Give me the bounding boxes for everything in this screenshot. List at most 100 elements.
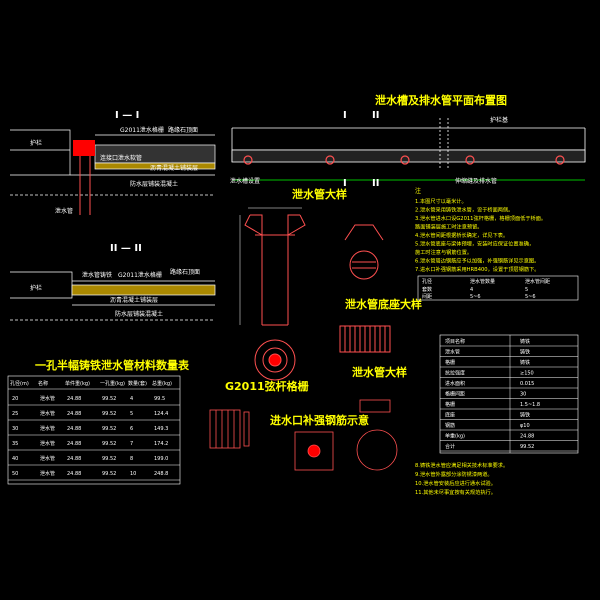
pipe-detail-drawing [244, 214, 306, 326]
material-table-cell: 泄水管 [40, 395, 55, 402]
s2-top: 泄水管铸铁 [82, 271, 112, 279]
small-table-cell: 间距 [422, 293, 432, 300]
material-table-cell: 7 [130, 441, 133, 447]
section1-pipe-top [73, 140, 95, 156]
note-line: 3.泄水管进水口设G2011弦杆格栅，格栅顶面低于桥面。 [415, 214, 546, 222]
s2-bottom: 防水层铺装混凝土 [115, 310, 163, 318]
material-table-cell: 99.52 [102, 456, 116, 462]
pipe-detail-dims [239, 207, 302, 325]
plan-marker-II-bottom: II [372, 178, 379, 189]
notes-heading: 注 [415, 187, 421, 195]
note-line: 4.泄水管间距根据桥长确定，详见下表。 [415, 231, 508, 239]
grate-drawing [209, 409, 250, 449]
note-line: 施工时注意与钢筋位置。 [415, 248, 472, 256]
s2-right: 路缘石顶面 [170, 268, 200, 276]
material-table-cell: 20 [12, 396, 18, 402]
small-table-cell: 5 [525, 287, 528, 293]
s1-pipe-label: 泄水管 [55, 207, 73, 215]
section1-title: I — I [115, 110, 139, 121]
spec-table [439, 334, 579, 454]
material-table-cell: 199.0 [154, 456, 168, 462]
note-line: 10.泄水管安装后应进行通水试验。 [415, 479, 496, 487]
material-table-cell: 99.5 [154, 396, 165, 402]
rebar-title: 进水口补强钢筋示意 [270, 413, 369, 427]
s2-top2: G2011泄水格栅 [118, 271, 162, 279]
material-table-title: 一孔半幅铸铁泄水管材料数量表 [35, 358, 190, 372]
material-table-cell: 泄水管 [40, 425, 55, 432]
material-table-cell: 149.3 [154, 426, 168, 432]
rebar-drawing [294, 399, 398, 471]
flange-section [339, 325, 391, 353]
note-line: 5.泄水管底座与梁体预埋，安装时应保证位置准确， [415, 240, 534, 248]
material-table-cell: 24.88 [67, 411, 81, 417]
material-table-header: 数量(套) [128, 380, 147, 387]
plan-guardrail-label: 护栏基 [490, 116, 508, 124]
material-table-cell: 99.52 [102, 441, 116, 447]
material-table-cell: 5 [130, 411, 133, 417]
spec-table-cell: 99.52 [520, 444, 534, 450]
flange-detail-title: 泄水管底座大样 [345, 297, 422, 311]
spec-table-cell: 泄水管 [445, 349, 460, 356]
material-table-cell: 99.52 [102, 426, 116, 432]
note-line: 11.其他未尽事宜按有关规范执行。 [415, 488, 496, 496]
material-table-cell: 248.8 [154, 471, 168, 477]
spec-table-cell: ≥150 [520, 371, 534, 377]
section1-pipe [79, 156, 91, 215]
small-table-cell: 5~6 [470, 294, 481, 300]
note-line: 1.本图尺寸以毫米计。 [415, 197, 467, 205]
small-table-cell: 套数 [422, 286, 432, 293]
note-line: 9.泄水管外露部分涂防锈漆两道。 [415, 470, 493, 478]
plan-marker-I-bottom: I [343, 178, 347, 189]
material-table-cell: 6 [130, 426, 133, 432]
flange-plan [344, 224, 384, 280]
small-table-header: 孔径 [422, 278, 432, 285]
material-table-cell: 24.88 [67, 426, 81, 432]
material-table-cell: 174.2 [154, 441, 168, 447]
s1-top2: 路缘石顶面 [168, 126, 198, 134]
s1-right: 沥青混凝土铺装层 [150, 164, 198, 172]
spec-table-cell: 24.88 [520, 434, 534, 440]
small-table-cell: 4 [470, 287, 473, 293]
material-table [7, 375, 181, 485]
spec-table-cell: 项目名称 [445, 338, 465, 345]
s2-left: 护栏 [30, 284, 42, 292]
material-table-cell: 24.88 [67, 456, 81, 462]
plan-title: 泄水槽及排水管平面布置图 [375, 93, 507, 107]
material-table-cell: 24.88 [67, 471, 81, 477]
plan-view [231, 118, 586, 181]
material-table-cell: 35 [12, 441, 18, 447]
notes-body: 1.本图尺寸以毫米计。2.泄水管采用铸铁泄水管，设于桥面两侧。3.泄水管进水口设… [415, 197, 546, 496]
plan-marker-I: I [343, 110, 347, 121]
s1-bottom: 防水层铺装混凝土 [130, 180, 178, 188]
spec-table-cell: 抗拉强度 [445, 370, 465, 377]
note-line: 8.铸铁泄水管应满足相关技术标准要求。 [415, 461, 508, 469]
spec-table-cell: 进水面积 [445, 380, 465, 387]
small-table-cell: 5~6 [525, 294, 536, 300]
plan-right-label: 伸缩缝及排水管 [455, 177, 497, 185]
material-table-cell: 24.88 [67, 396, 81, 402]
plan-drains [243, 155, 565, 165]
note-line: 7.进水口补强钢筋采用HRB400，设置于顶层钢筋下。 [415, 265, 539, 273]
material-table-header: 名称 [38, 380, 48, 387]
material-table-cell: 99.52 [102, 411, 116, 417]
spec-table-cell: φ10 [520, 423, 530, 429]
s2-mid: 沥青混凝土铺装层 [110, 296, 158, 304]
material-table-cell: 99.52 [102, 471, 116, 477]
note-line: 2.泄水管采用铸铁泄水管，设于桥面两侧。 [415, 206, 513, 214]
material-table-cell: 泄水管 [40, 410, 55, 417]
small-table [417, 275, 579, 301]
s1-left: 护栏 [30, 139, 42, 147]
small-table-header: 泄水管间距 [525, 278, 550, 285]
ring-detail [254, 339, 296, 381]
plan-marker-II: II [372, 110, 379, 121]
material-table-cell: 8 [130, 456, 133, 462]
material-table-cell: 泄水管 [40, 440, 55, 447]
small-table-header: 泄水管数量 [470, 278, 495, 285]
material-table-header: 总重(kg) [152, 380, 172, 387]
material-table-cell: 泄水管 [40, 470, 55, 477]
spec-table-cell: 钢筋 [445, 422, 455, 429]
